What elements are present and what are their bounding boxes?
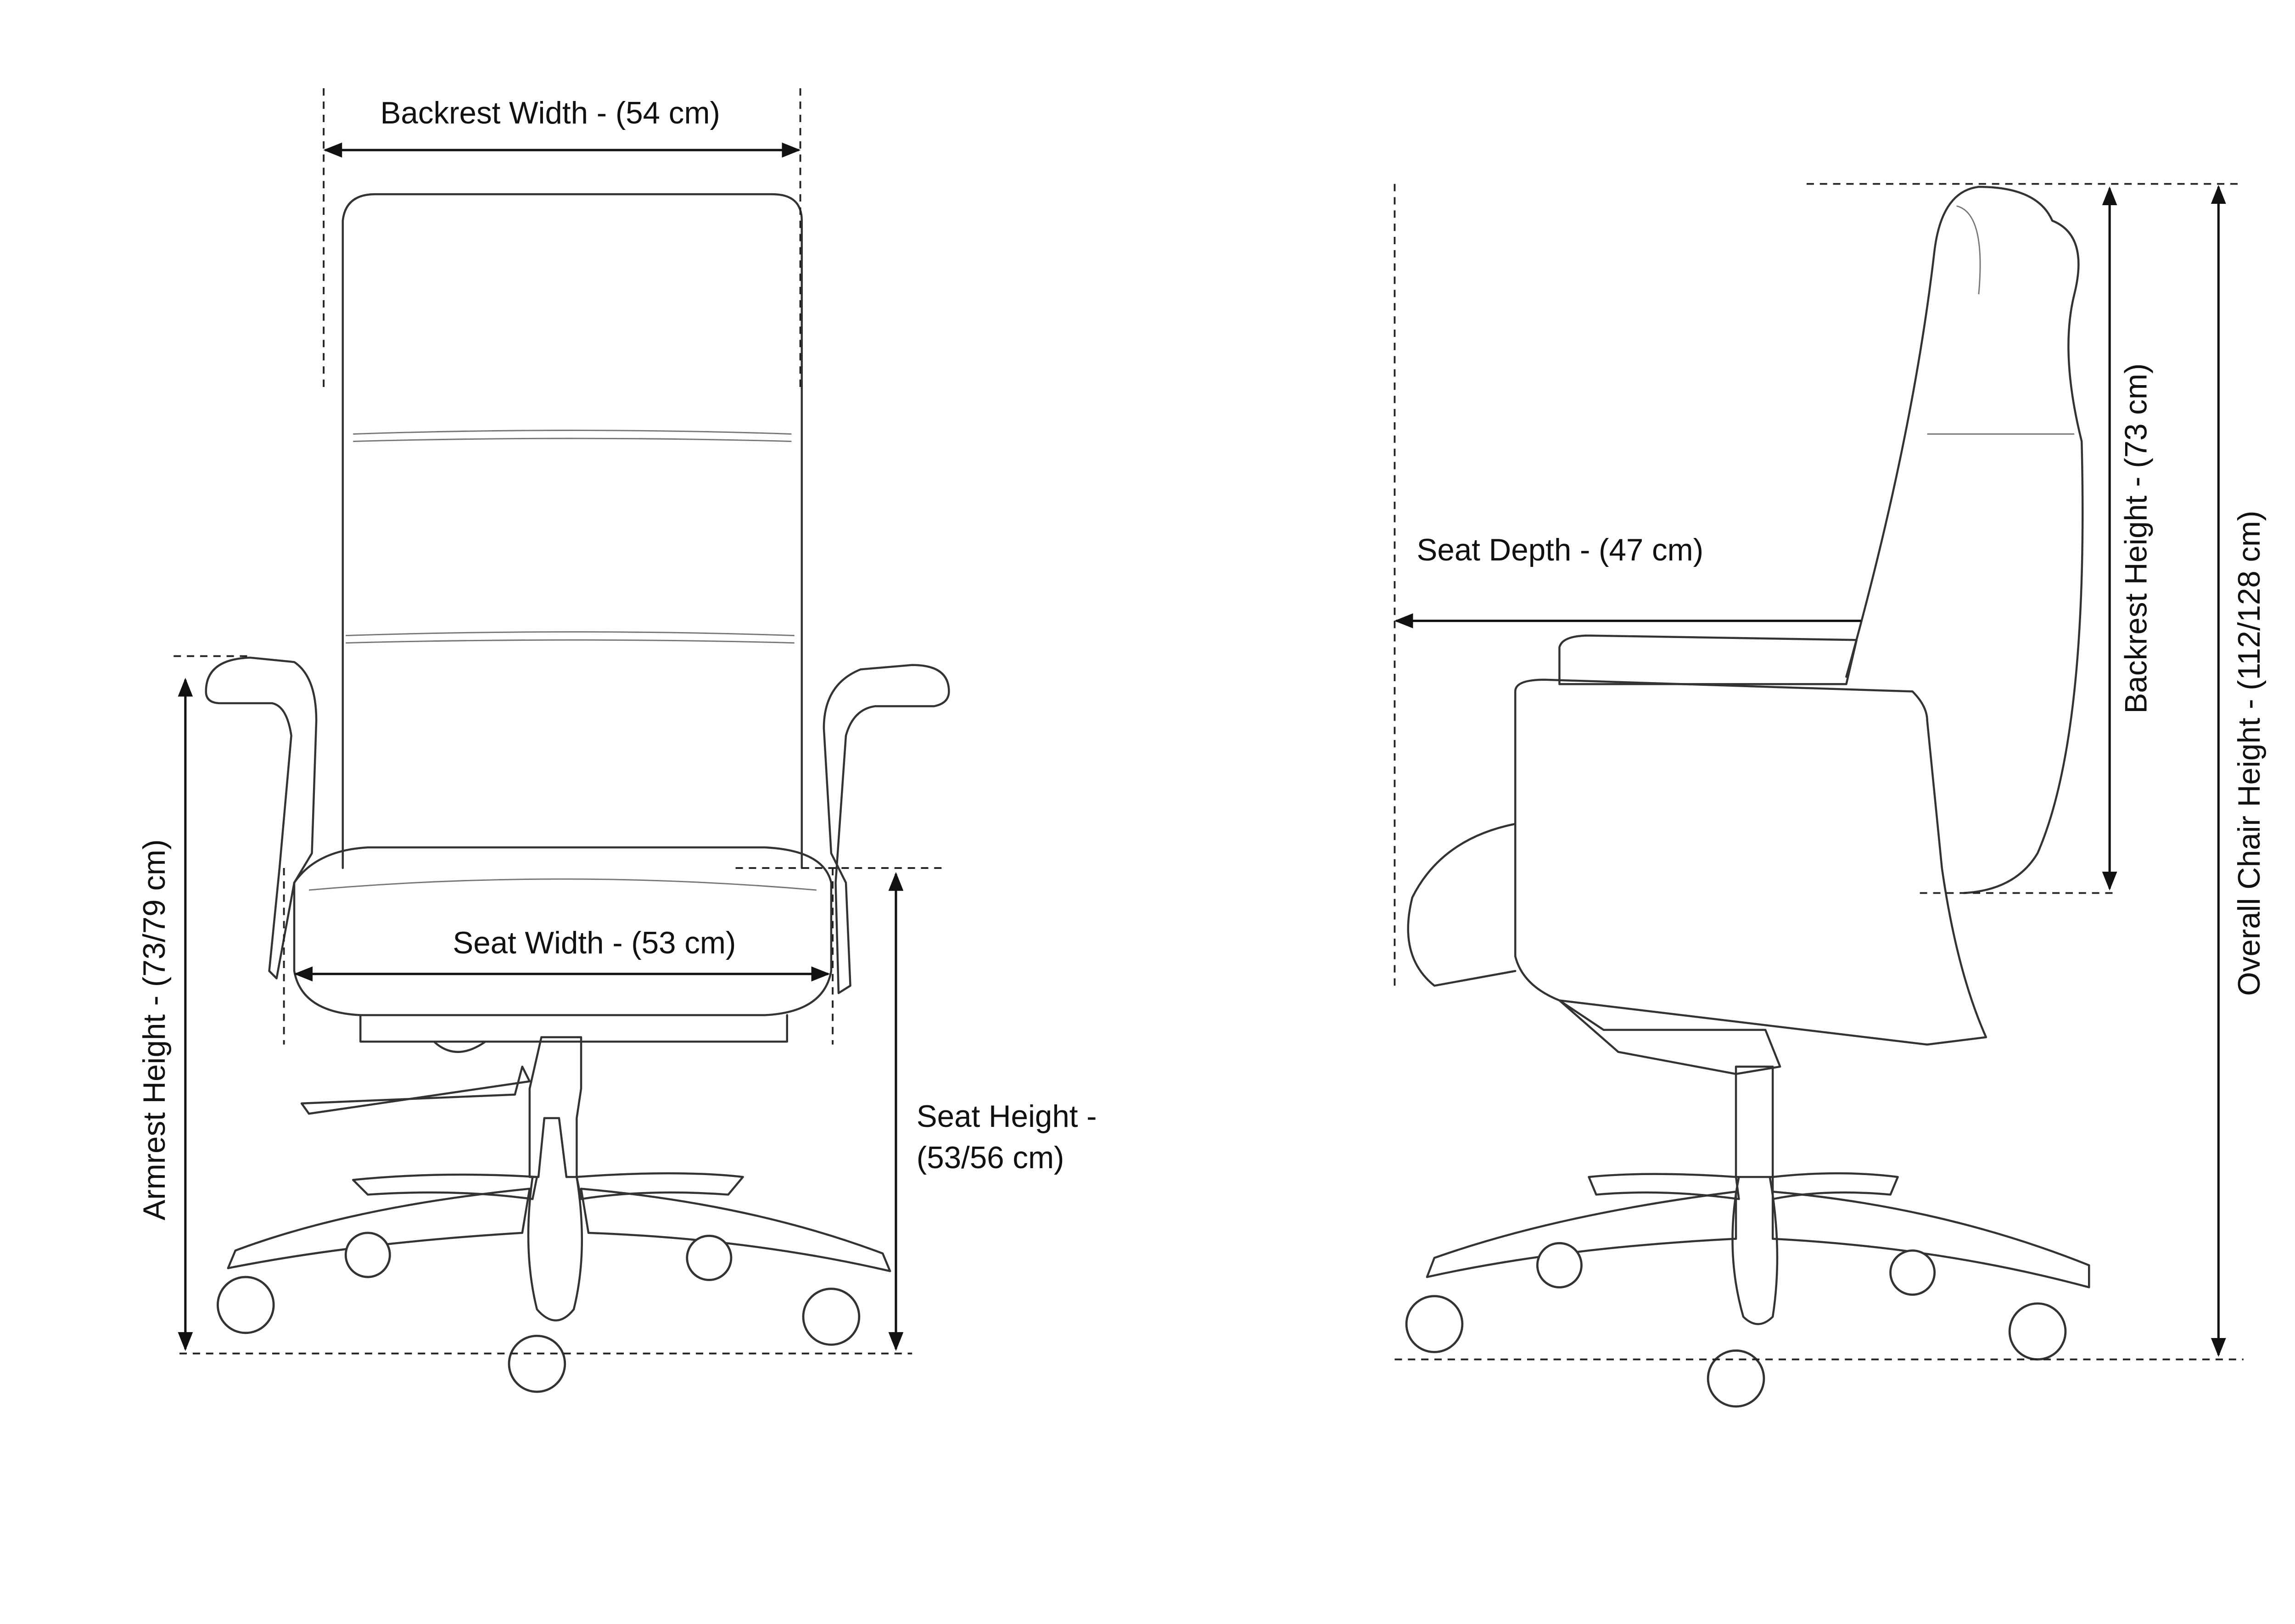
- seat-height-label-line2: (53/56 cm): [917, 1141, 1064, 1175]
- overall-height-label: Overall Chair Height - (112/128 cm): [2232, 510, 2267, 996]
- backrest-height-dimension: Backrest Height - (73 cm): [1806, 183, 2244, 894]
- front-view-chair: [205, 193, 950, 1393]
- front-seat: [293, 846, 833, 1016]
- front-gas-lift: [527, 1036, 583, 1322]
- seat-width-label: Seat Width - (53 cm): [453, 926, 736, 960]
- backrest-height-label: Backrest Height - (73 cm): [2119, 364, 2153, 714]
- side-seat-panel: [1514, 678, 1987, 1046]
- side-backrest-seams: [1927, 205, 2075, 435]
- caster-wheel: [2008, 1302, 2067, 1361]
- seat-depth-dimension: Seat Depth - (47 cm): [1394, 184, 1861, 986]
- caster-wheel: [344, 1232, 391, 1278]
- front-left-armrest: [205, 656, 318, 980]
- caster-wheel: [508, 1334, 566, 1393]
- chair-dimension-diagram: Backrest Width - (54 cm) Seat Width - (5…: [137, 88, 2267, 1408]
- armrest-height-label: Armrest Height - (73/79 cm): [137, 839, 172, 1220]
- side-seat-front: [1407, 823, 1517, 987]
- caster-wheel: [216, 1276, 275, 1334]
- caster-wheel: [802, 1288, 861, 1346]
- front-backrest: [341, 193, 803, 869]
- caster-wheel: [1707, 1349, 1765, 1408]
- front-base: [227, 1172, 891, 1272]
- caster-wheel: [686, 1234, 733, 1281]
- side-base: [1426, 1172, 2090, 1288]
- overall-height-dimension: Overall Chair Height - (112/128 cm): [1394, 185, 2267, 1361]
- seat-height-dimension: Seat Height - (53/56 cm): [735, 867, 1097, 1351]
- armrest-height-dimension: Armrest Height - (73/79 cm): [137, 655, 912, 1355]
- seat-depth-label: Seat Depth - (47 cm): [1417, 533, 1704, 567]
- backrest-width-dimension: Backrest Width - (54 cm): [323, 88, 801, 390]
- backrest-seams: [346, 430, 795, 644]
- seat-height-label-line1: Seat Height -: [917, 1099, 1097, 1134]
- front-seat-mechanism: [359, 1014, 788, 1053]
- backrest-width-label: Backrest Width - (54 cm): [381, 96, 720, 130]
- seat-width-dimension: Seat Width - (53 cm): [283, 868, 834, 1045]
- caster-wheel: [1405, 1295, 1464, 1353]
- caster-wheel: [1536, 1242, 1583, 1288]
- side-view-chair: [1405, 185, 2090, 1408]
- side-seat: [1558, 634, 1858, 685]
- side-seat-mechanism: [1558, 999, 1781, 1075]
- seat-seam: [308, 878, 817, 891]
- front-right-armrest: [823, 664, 950, 994]
- front-height-lever: [300, 1065, 531, 1115]
- caster-wheel: [1889, 1249, 1936, 1296]
- side-backrest: [1845, 185, 2084, 894]
